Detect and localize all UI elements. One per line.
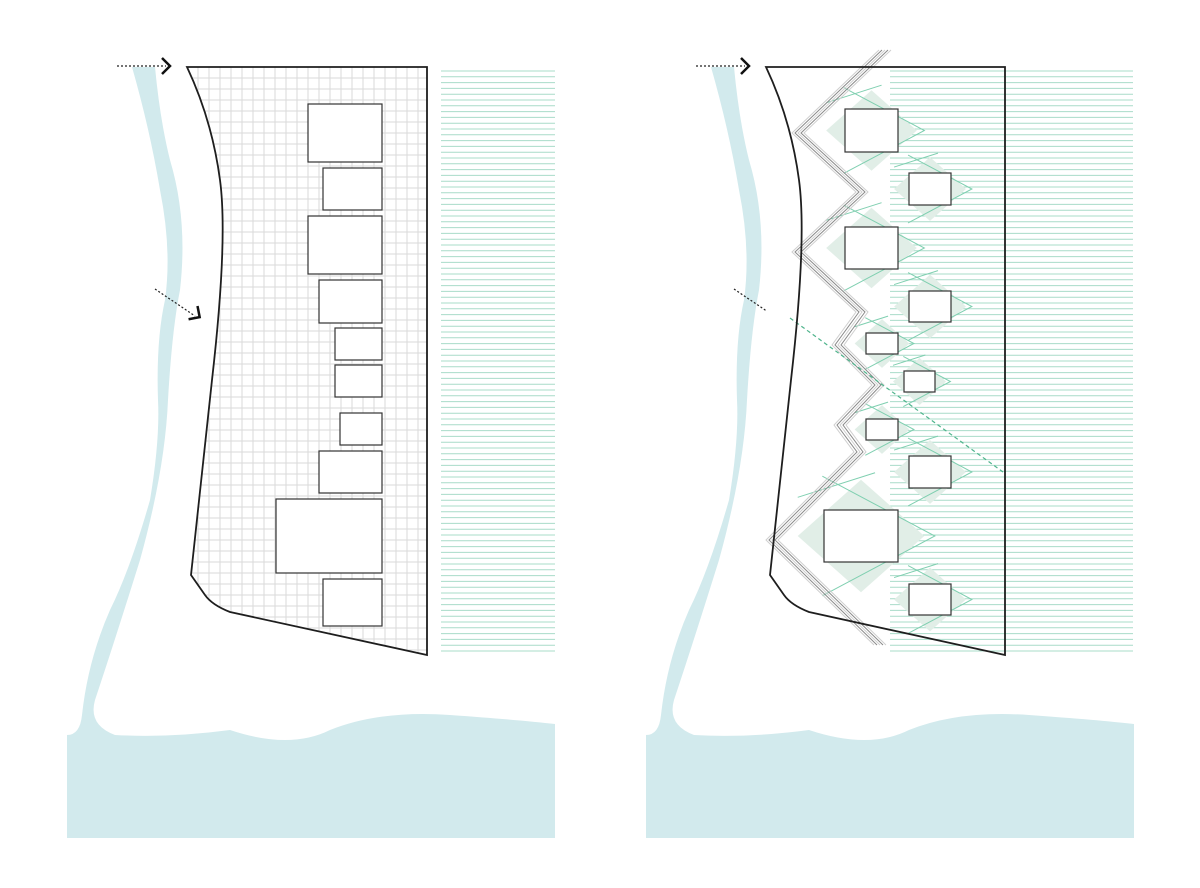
green-wedge <box>907 437 973 507</box>
arrow-head-icon <box>740 57 751 75</box>
zigzag-path <box>765 49 880 646</box>
green-wedge-edge <box>893 270 939 286</box>
arrow-head-icon <box>188 305 202 321</box>
water-body <box>646 67 1134 838</box>
building-block <box>334 327 383 361</box>
site-boundary <box>764 66 1006 657</box>
green-wedge <box>843 87 926 174</box>
building-block <box>908 290 952 323</box>
building-block <box>275 498 383 574</box>
building-block <box>844 108 899 153</box>
building-block <box>318 450 383 494</box>
green-wedge-edge <box>797 472 876 498</box>
building-block <box>903 370 936 393</box>
green-wedge <box>903 356 952 407</box>
green-wedge-edge <box>893 435 939 451</box>
building-block <box>322 167 383 211</box>
site-boundary <box>185 66 428 657</box>
building-block <box>823 509 899 563</box>
building-block <box>318 279 383 324</box>
green-wedge-edge <box>854 401 889 414</box>
green-wedge <box>907 565 973 634</box>
green-wedge-edge <box>892 354 926 366</box>
zigzag-path <box>768 49 883 646</box>
building-block <box>908 172 952 206</box>
green-wedge <box>843 204 926 292</box>
building-block <box>865 418 899 441</box>
building-block <box>339 412 383 446</box>
building-block <box>307 103 383 163</box>
water-body <box>67 67 555 838</box>
zigzag-path <box>771 49 886 646</box>
building-block <box>908 583 952 616</box>
building-block <box>307 215 383 275</box>
building-block <box>865 332 899 355</box>
building-block <box>908 455 952 489</box>
entry-arrow-side <box>154 288 196 317</box>
green-wedge <box>907 272 973 341</box>
zigzag-path <box>774 49 889 646</box>
panel-existing <box>67 57 555 838</box>
green-wedge <box>907 154 973 224</box>
building-block <box>844 226 899 270</box>
building-block <box>334 364 383 398</box>
building-block <box>322 578 383 627</box>
axis-line <box>789 317 1004 473</box>
green-wedge-edge <box>854 315 889 328</box>
zigzag-path <box>777 49 892 646</box>
arrow-head-icon <box>161 57 172 75</box>
green-wedge <box>822 475 936 597</box>
panel-proposed <box>646 49 1134 838</box>
green-wedge <box>865 317 915 370</box>
green-wedge-edge <box>893 563 939 579</box>
green-wedge-edge <box>893 152 939 168</box>
green-wedge <box>865 403 915 456</box>
